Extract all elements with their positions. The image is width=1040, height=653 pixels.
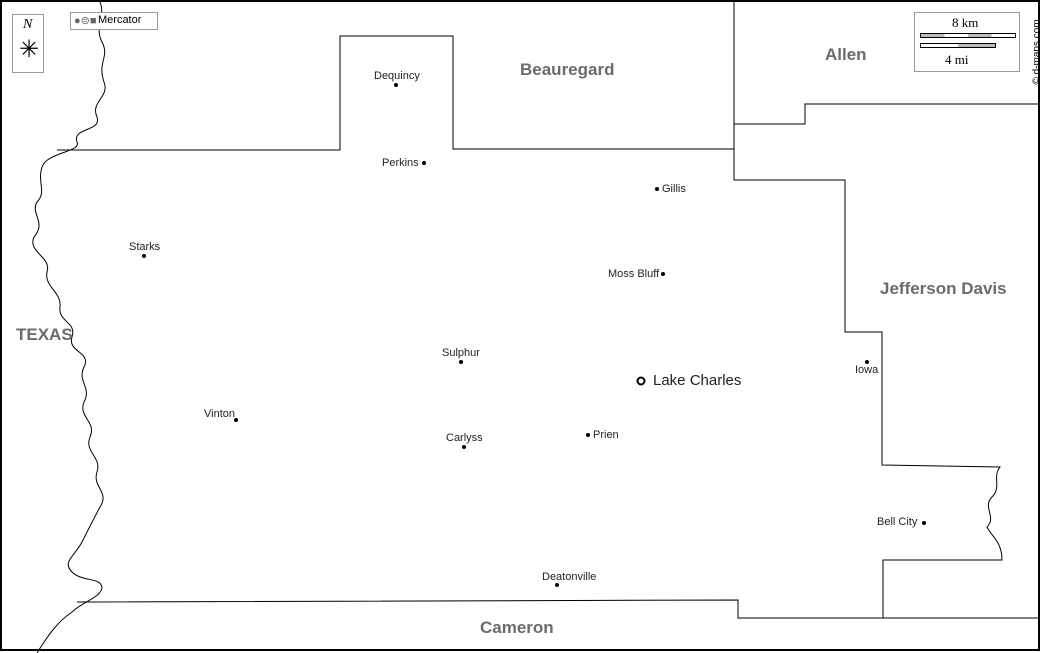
north-arrow: N ✳ bbox=[12, 14, 44, 73]
city-dot bbox=[555, 583, 559, 587]
projection-icon: ●⊜■ bbox=[74, 14, 97, 27]
region-allen: Allen bbox=[825, 45, 867, 65]
city-dot bbox=[661, 272, 665, 276]
region-beauregard: Beauregard bbox=[520, 60, 614, 80]
compass-icon: ✳ bbox=[19, 35, 39, 65]
allen-jefferson-davis-border bbox=[734, 104, 1040, 124]
city-sulphur[interactable]: Sulphur bbox=[442, 347, 480, 359]
city-vinton[interactable]: Vinton bbox=[204, 408, 235, 420]
city-dot bbox=[422, 161, 426, 165]
city-moss-bluff[interactable]: Moss Bluff bbox=[608, 268, 659, 280]
city-dot bbox=[586, 433, 590, 437]
credit: © d-maps.com bbox=[1032, 0, 1040, 85]
city-dot bbox=[922, 521, 926, 525]
lake-charles-marker bbox=[638, 378, 645, 385]
city-prien[interactable]: Prien bbox=[593, 429, 619, 441]
city-dot bbox=[462, 445, 466, 449]
city-dot bbox=[142, 254, 146, 258]
city-deatonville[interactable]: Deatonville bbox=[542, 571, 596, 583]
region-cameron: Cameron bbox=[480, 618, 554, 638]
city-perkins[interactable]: Perkins bbox=[382, 157, 419, 169]
city-dot bbox=[459, 360, 463, 364]
scale-bar: 8 km 4 mi bbox=[914, 12, 1020, 72]
city-carlyss[interactable]: Carlyss bbox=[446, 432, 483, 444]
city-iowa[interactable]: Iowa bbox=[855, 364, 878, 376]
city-gillis[interactable]: Gillis bbox=[662, 183, 686, 195]
city-dequincy[interactable]: Dequincy bbox=[374, 70, 420, 82]
city-starks[interactable]: Starks bbox=[129, 241, 160, 253]
region-jefferson-davis: Jefferson Davis bbox=[880, 279, 1007, 299]
calcasieu-east-border bbox=[77, 180, 1002, 618]
city-lake-charles[interactable]: Lake Charles bbox=[653, 372, 741, 389]
projection-box: ●⊜■ Mercator bbox=[70, 12, 158, 30]
city-dot bbox=[394, 83, 398, 87]
region-texas: TEXAS bbox=[16, 325, 73, 345]
city-bell-city[interactable]: Bell City bbox=[877, 516, 917, 528]
city-dot bbox=[655, 187, 659, 191]
calcasieu-north-border bbox=[57, 36, 734, 150]
